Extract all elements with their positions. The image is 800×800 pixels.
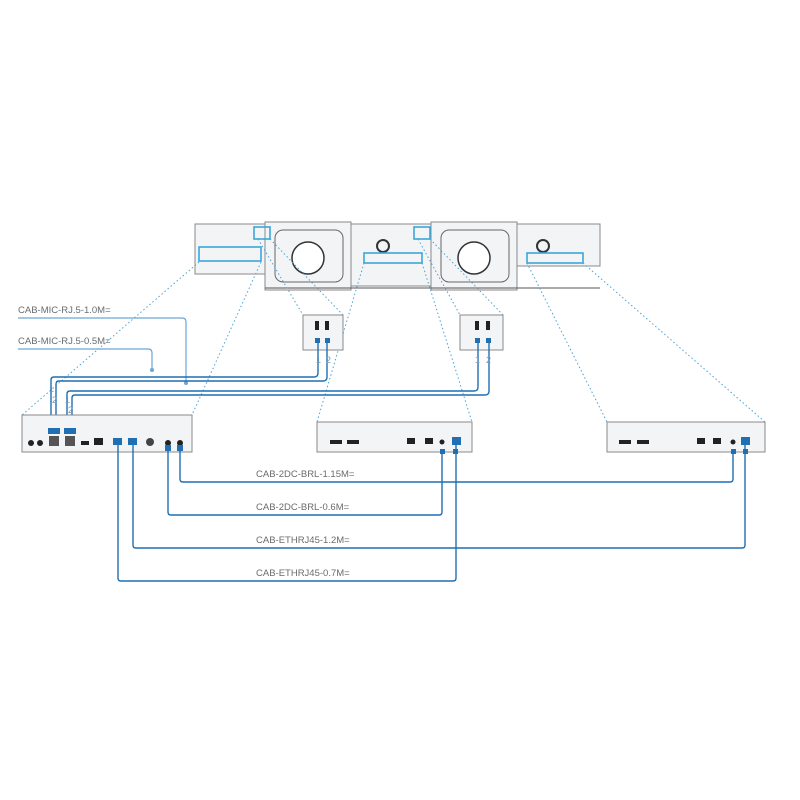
callout-mic-ports bbox=[253, 226, 271, 240]
cable-mic-0-5 bbox=[18, 348, 153, 370]
cable-eth-0-7 bbox=[117, 445, 457, 582]
port-number: 1 bbox=[49, 384, 54, 394]
usb-port-icon bbox=[81, 441, 89, 445]
cable-eth-1-2 bbox=[132, 445, 746, 549]
cable-mic-1-0 bbox=[18, 317, 187, 383]
cable-mic-plate2-1 bbox=[66, 343, 479, 425]
cable-label-dc-1-15: CAB-2DC-BRL-1.15M= bbox=[256, 469, 355, 480]
camera-lens-icon bbox=[291, 241, 325, 275]
display-connector-box-2 bbox=[606, 421, 766, 454]
port-number: 1 bbox=[316, 355, 321, 365]
port-number: 2 bbox=[52, 395, 57, 405]
display-connector-box-1 bbox=[316, 421, 473, 454]
callout-io-panel bbox=[363, 252, 423, 264]
cable-label-dc-0-6: CAB-2DC-BRL-0.6M= bbox=[256, 502, 350, 513]
callout-io-panel bbox=[198, 246, 262, 262]
callout-mic-ports bbox=[413, 226, 431, 240]
power-port-icon bbox=[146, 438, 154, 446]
cable-mic-plate1-1 bbox=[50, 343, 319, 425]
ethernet-port-icon bbox=[94, 438, 103, 445]
camera-bar-device bbox=[194, 221, 601, 291]
callout-lines bbox=[21, 238, 766, 423]
cable-label-eth-0-7: CAB-ETHRJ45-0.7M= bbox=[256, 568, 350, 579]
port-number: 2 bbox=[326, 355, 331, 365]
cable-label-eth-1-2: CAB-ETHRJ45-1.2M= bbox=[256, 535, 350, 546]
codec-unit bbox=[21, 414, 193, 453]
cable-mic-plate2-2 bbox=[71, 343, 490, 425]
port-number: 2 bbox=[486, 355, 491, 365]
cable-label-mic-0-5: CAB-MIC-RJ.5-0.5M= bbox=[18, 336, 111, 347]
port-number: 1 bbox=[475, 355, 480, 365]
cable-mic-plate1-2 bbox=[55, 343, 328, 425]
port-number: 1 bbox=[65, 395, 70, 405]
callout-io-panel bbox=[526, 252, 584, 264]
camera-lens-icon bbox=[457, 241, 491, 275]
cable-dc-0-6 bbox=[167, 451, 443, 516]
port-number: 2 bbox=[68, 405, 73, 415]
mic-wall-plate-1 bbox=[302, 314, 344, 351]
mic-wall-plate-2 bbox=[459, 314, 504, 351]
cable-label-mic-1-0: CAB-MIC-RJ.5-1.0M= bbox=[18, 305, 111, 316]
